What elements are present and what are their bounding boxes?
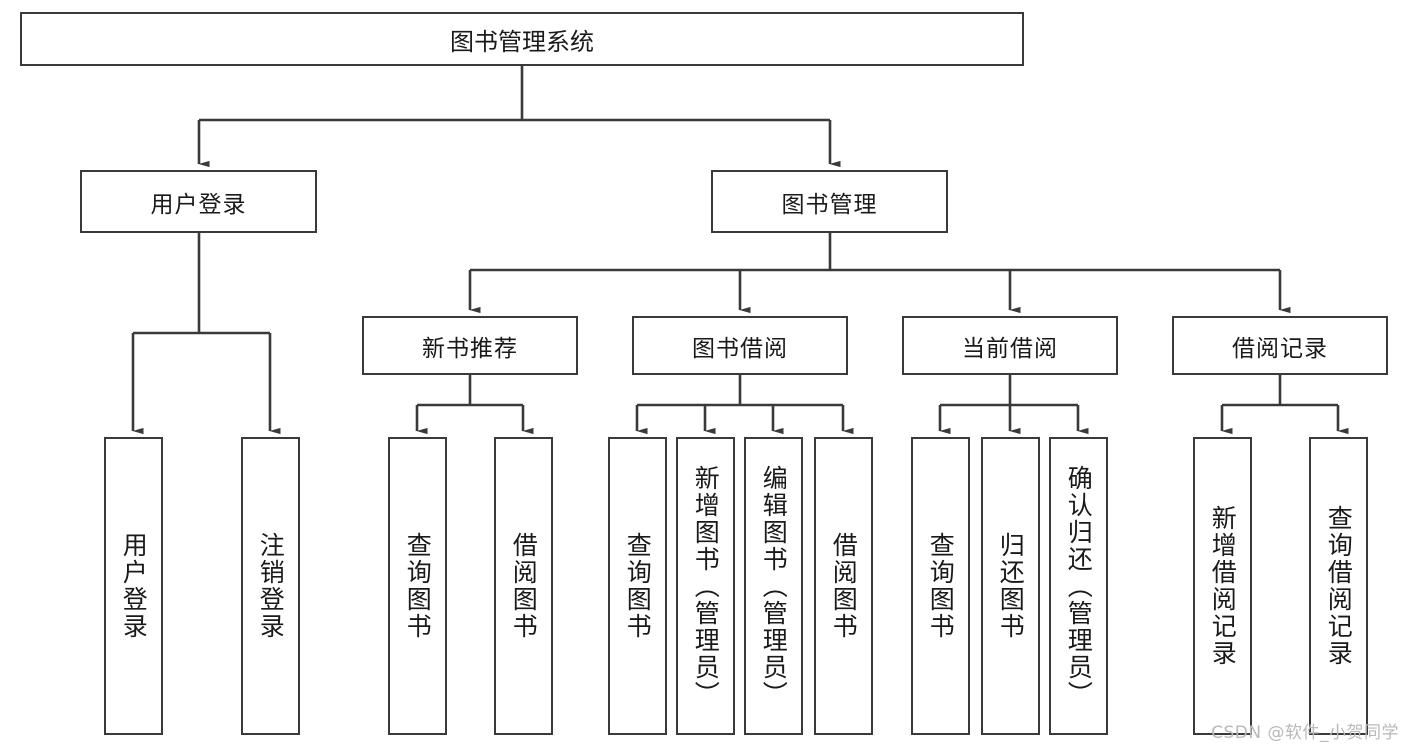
node-label: 图书管理系统 — [450, 27, 594, 56]
node-current-borrow[interactable]: 当前借阅 — [902, 316, 1118, 375]
node-label: 新书推荐 — [422, 335, 518, 362]
leaf-label: 归还图书 — [996, 532, 1026, 640]
leaf-label: 查询图书 — [623, 532, 653, 640]
leaf-add-book-admin[interactable]: 新增图书（管理员） — [676, 437, 735, 735]
leaf-label: 查询图书 — [403, 532, 433, 640]
leaf-borrow-book[interactable]: 借阅图书 — [814, 437, 873, 735]
watermark-text: CSDN @软件_小贺同学 — [1211, 723, 1399, 743]
leaf-add-borrow-record[interactable]: 新增借阅记录 — [1193, 437, 1252, 735]
leaf-label: 编辑图书（管理员） — [759, 464, 789, 708]
leaf-confirm-return-admin[interactable]: 确认归还（管理员） — [1049, 437, 1108, 735]
leaf-user-login[interactable]: 用户登录 — [104, 437, 163, 735]
node-label: 借阅记录 — [1232, 335, 1328, 362]
node-root-system[interactable]: 图书管理系统 — [20, 12, 1024, 66]
node-new-book-recommend[interactable]: 新书推荐 — [362, 316, 578, 375]
leaf-label: 借阅图书 — [829, 532, 859, 640]
leaf-query-book-recommend[interactable]: 查询图书 — [388, 437, 447, 735]
node-label: 当前借阅 — [962, 335, 1058, 362]
node-label: 用户登录 — [150, 191, 247, 218]
node-user-login[interactable]: 用户登录 — [80, 170, 317, 233]
node-label: 图书借阅 — [692, 335, 788, 362]
leaf-query-book-borrow[interactable]: 查询图书 — [608, 437, 667, 735]
leaf-label: 注销登录 — [256, 532, 286, 640]
leaf-logout[interactable]: 注销登录 — [241, 437, 300, 735]
leaf-edit-book-admin[interactable]: 编辑图书（管理员） — [744, 437, 803, 735]
leaf-label: 借阅图书 — [509, 532, 539, 640]
leaf-label: 用户登录 — [119, 532, 149, 640]
node-label: 图书管理 — [781, 191, 878, 218]
leaf-return-book[interactable]: 归还图书 — [981, 437, 1040, 735]
leaf-query-book-current[interactable]: 查询图书 — [911, 437, 970, 735]
leaf-label: 新增借阅记录 — [1208, 505, 1238, 667]
leaf-label: 查询借阅记录 — [1324, 505, 1354, 667]
node-book-management[interactable]: 图书管理 — [711, 170, 948, 233]
node-book-borrow[interactable]: 图书借阅 — [632, 316, 848, 375]
leaf-label: 查询图书 — [926, 532, 956, 640]
leaf-query-borrow-record[interactable]: 查询借阅记录 — [1309, 437, 1368, 735]
leaf-label: 确认归还（管理员） — [1064, 464, 1094, 708]
leaf-borrow-book-recommend[interactable]: 借阅图书 — [494, 437, 553, 735]
leaf-label: 新增图书（管理员） — [691, 464, 721, 708]
node-borrow-record[interactable]: 借阅记录 — [1172, 316, 1388, 375]
